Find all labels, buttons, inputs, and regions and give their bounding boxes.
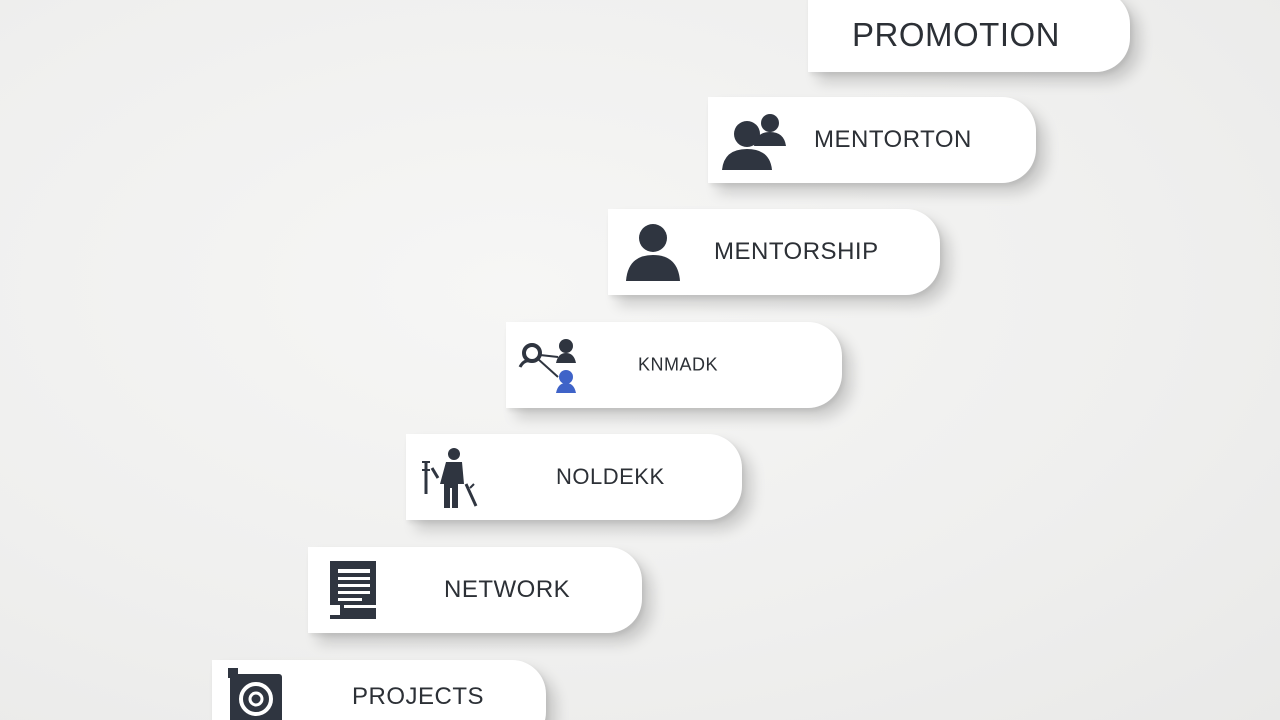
step-label: MENTORTON <box>814 126 972 153</box>
step-label: PROJECTS <box>352 683 485 710</box>
two-people-icon <box>720 108 790 172</box>
step-noldekk: NOLDEKK <box>406 434 742 520</box>
step-label: KNMADK <box>638 354 719 375</box>
step-knmadk: KNMADK <box>506 322 842 408</box>
step-mentorton: MENTORTON <box>708 97 1036 183</box>
step-projects: PROJECTS <box>212 660 546 720</box>
person-with-tools-icon <box>418 444 482 510</box>
step-label: PROMOTION <box>852 16 1060 53</box>
project-badge-icon <box>228 668 286 720</box>
person-icon <box>624 221 682 283</box>
step-mentorship: MENTORSHIP <box>608 209 940 295</box>
step-label: NOLDEKK <box>556 464 665 489</box>
document-list-icon <box>326 559 382 621</box>
step-promotion: PROMOTION <box>808 0 1130 72</box>
step-network: NETWORK <box>308 547 642 633</box>
network-people-icon <box>518 333 582 397</box>
step-label: NETWORK <box>444 576 571 603</box>
step-label: MENTORSHIP <box>714 238 879 265</box>
